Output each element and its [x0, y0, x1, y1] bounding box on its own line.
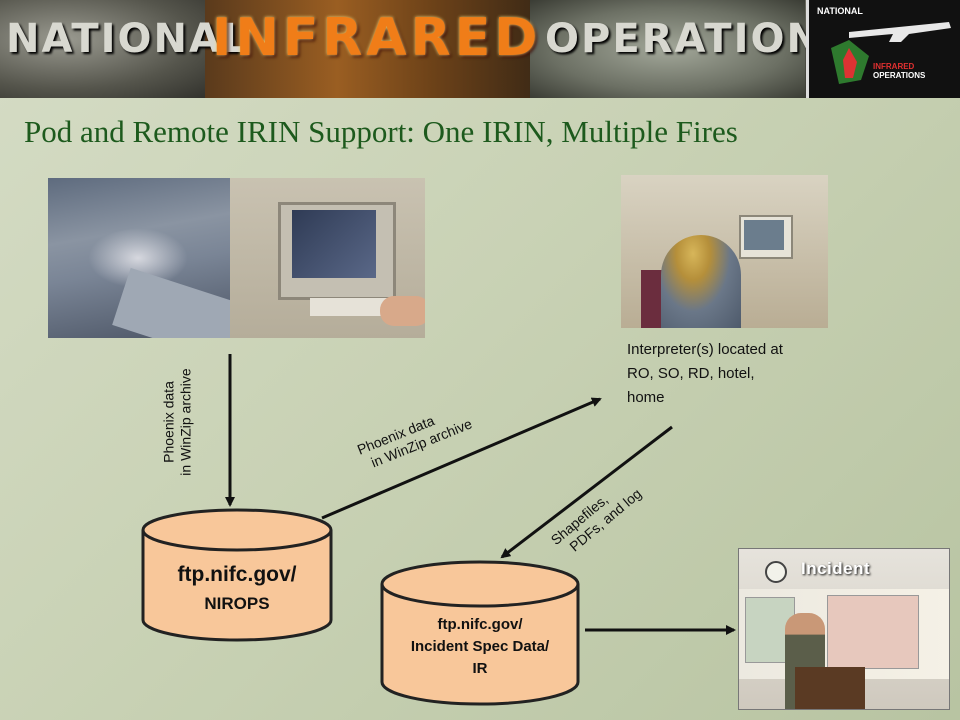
interpreter-photo: [621, 175, 828, 328]
logo-text-infrared: INFRARED: [873, 62, 915, 71]
cylinder-niops: [141, 508, 333, 642]
incident-ftp-line3: IR: [472, 660, 488, 677]
niops-ftp-title: ftp.nifc.gov/: [177, 563, 297, 586]
interpreter-caption: Interpreter(s) located at RO, SO, RD, ho…: [627, 338, 867, 410]
interpreter-person: [661, 235, 741, 328]
arrow-interpreter-to-incident-ftp: [500, 425, 673, 559]
banner-word-national: NATIONAL: [6, 16, 250, 62]
arrow-ftp-to-interpreter: [321, 397, 602, 520]
banner-word-infrared: INFRARED: [212, 8, 542, 68]
interpreter-caption-line: home: [627, 389, 665, 406]
interpreter-caption-line: RO, SO, RD, hotel,: [627, 365, 755, 382]
cylinder-incident-ftp: [380, 560, 580, 706]
arrow-label-vertical: Phoenix data in WinZip archive: [161, 368, 195, 475]
banner-terrain-image: [0, 0, 215, 98]
banner-word-operations: OPERATIONS: [545, 16, 853, 62]
page-title: Pod and Remote IRIN Support: One IRIN, M…: [24, 114, 738, 149]
banner-terrain-image-right: [530, 0, 805, 98]
incident-ftp-line1: ftp.nifc.gov/: [437, 616, 523, 633]
aerial-fire-photo: [48, 178, 230, 338]
niops-ftp-subtitle: NIROPS: [204, 594, 270, 613]
clock-icon: [765, 561, 787, 583]
screen: [744, 220, 784, 250]
header-banner: NATIONAL INFRARED OPERATIONS NATIONAL IN…: [0, 0, 960, 98]
plane-icon: [831, 22, 951, 84]
logo-text-top: NATIONAL: [817, 6, 863, 16]
nifc-logo: NATIONAL INFRARED OPERATIONS: [806, 0, 960, 98]
wall-map: [827, 595, 919, 669]
banner-fire-image: [205, 0, 535, 98]
cockpit-computer-photo: [230, 178, 425, 338]
logo-text-bottom: INFRARED OPERATIONS: [873, 62, 925, 80]
interpreter-caption-line: Interpreter(s) located at: [627, 341, 783, 358]
podium: [795, 667, 865, 709]
arrow-label-line: Phoenix data: [160, 381, 177, 463]
arrow-label-line: in WinZip archive: [177, 368, 194, 476]
logo-text-operations: OPERATIONS: [873, 71, 926, 80]
incident-briefing-photo: Incident: [738, 548, 950, 710]
incident-ftp-line2: Incident Spec Data/: [410, 638, 550, 655]
operator-hand: [380, 296, 425, 326]
incident-label: Incident: [801, 559, 871, 578]
screen: [292, 210, 376, 278]
